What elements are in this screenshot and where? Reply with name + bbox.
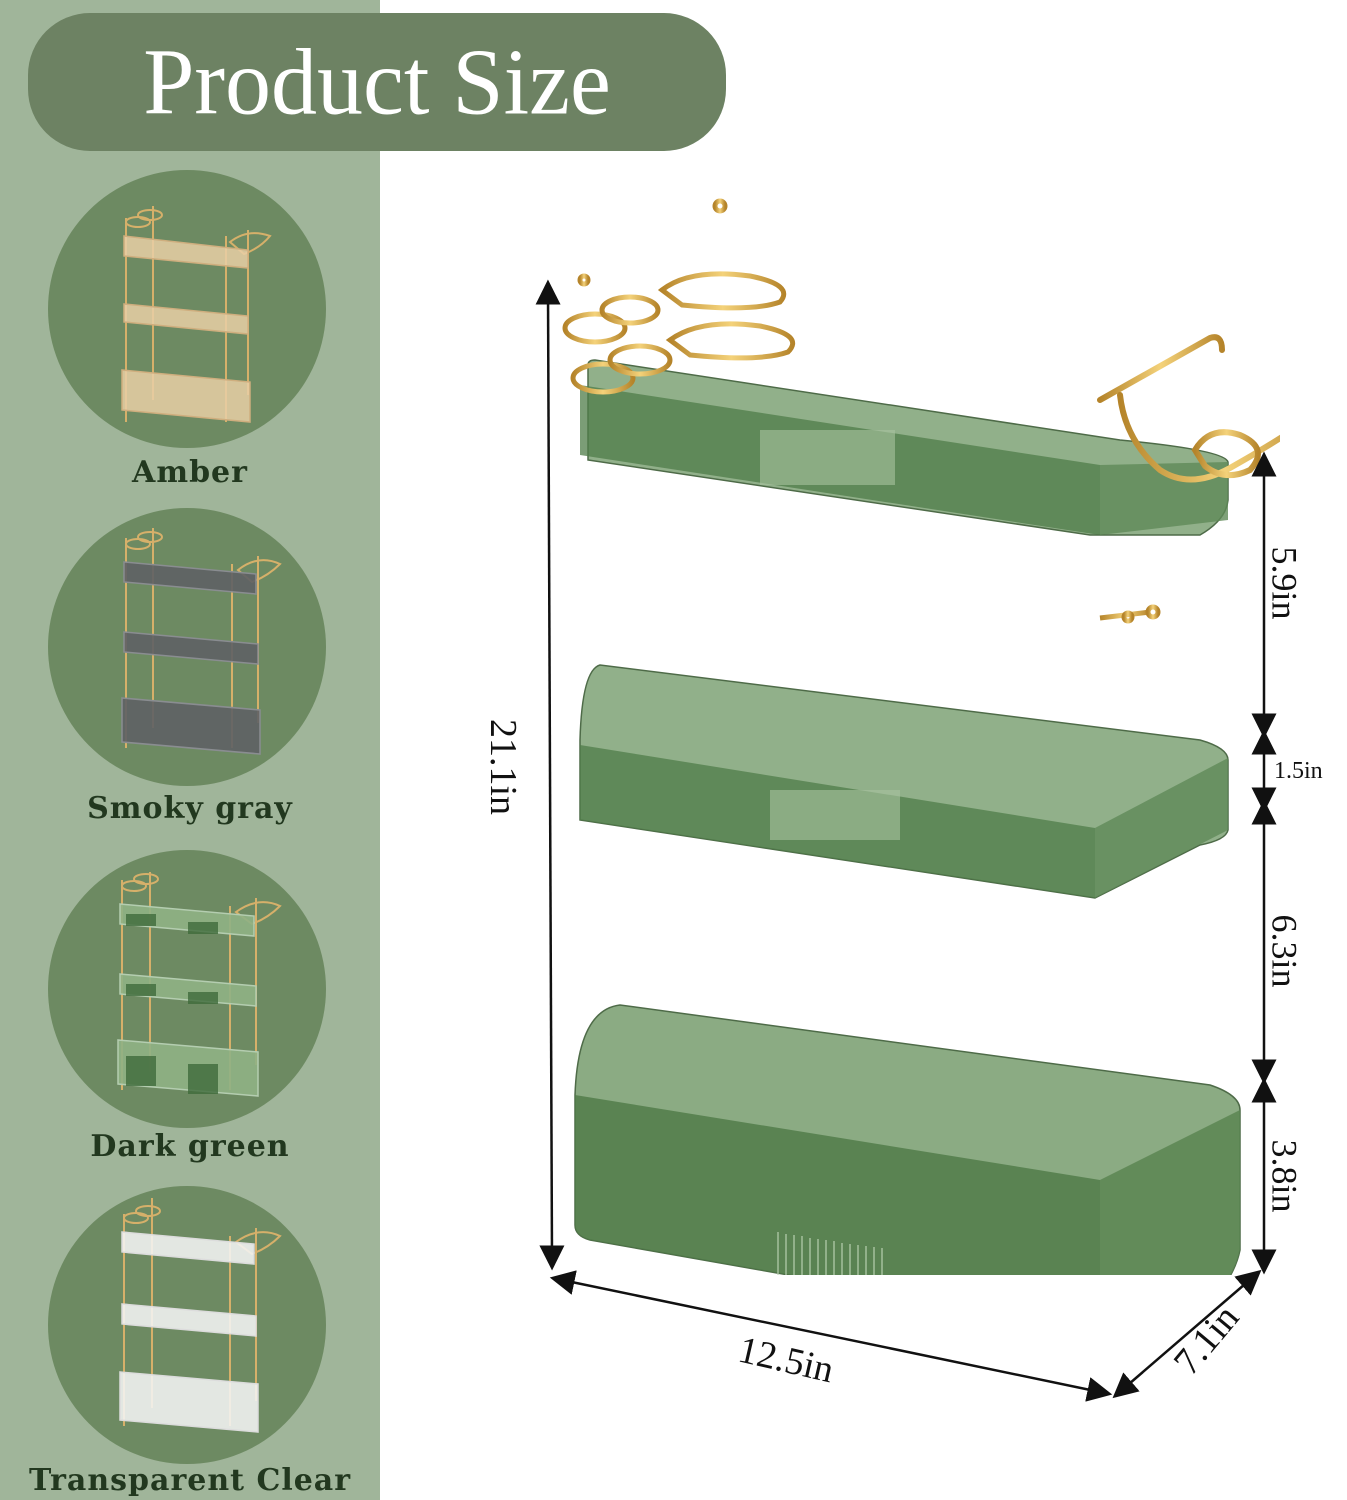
- dimension-total-height: 21.1in: [482, 718, 525, 816]
- variant-label: Amber: [132, 455, 248, 490]
- dimension-middle-gap: 6.3in: [1264, 914, 1305, 988]
- variant-label: Transparent Clear: [28, 1463, 352, 1498]
- dimension-bottom-bin: 3.8in: [1264, 1139, 1305, 1213]
- mini-shelf-green-icon: [117, 872, 282, 1097]
- mini-shelf-clear-icon: [119, 1198, 282, 1433]
- page-title: Product Size: [143, 29, 611, 135]
- dimension-shelf-thickness: 1.5in: [1274, 758, 1323, 784]
- variant-label: Smoky gray: [87, 791, 293, 826]
- main-product-shelf-image: [562, 198, 1280, 1275]
- mini-shelf-amber-icon: [121, 206, 272, 423]
- title-banner: Product Size: [28, 13, 726, 151]
- variant-label: Dark green: [90, 1129, 290, 1164]
- dimension-top-gap: 5.9in: [1264, 546, 1305, 620]
- mini-shelf-gray-icon: [121, 528, 282, 755]
